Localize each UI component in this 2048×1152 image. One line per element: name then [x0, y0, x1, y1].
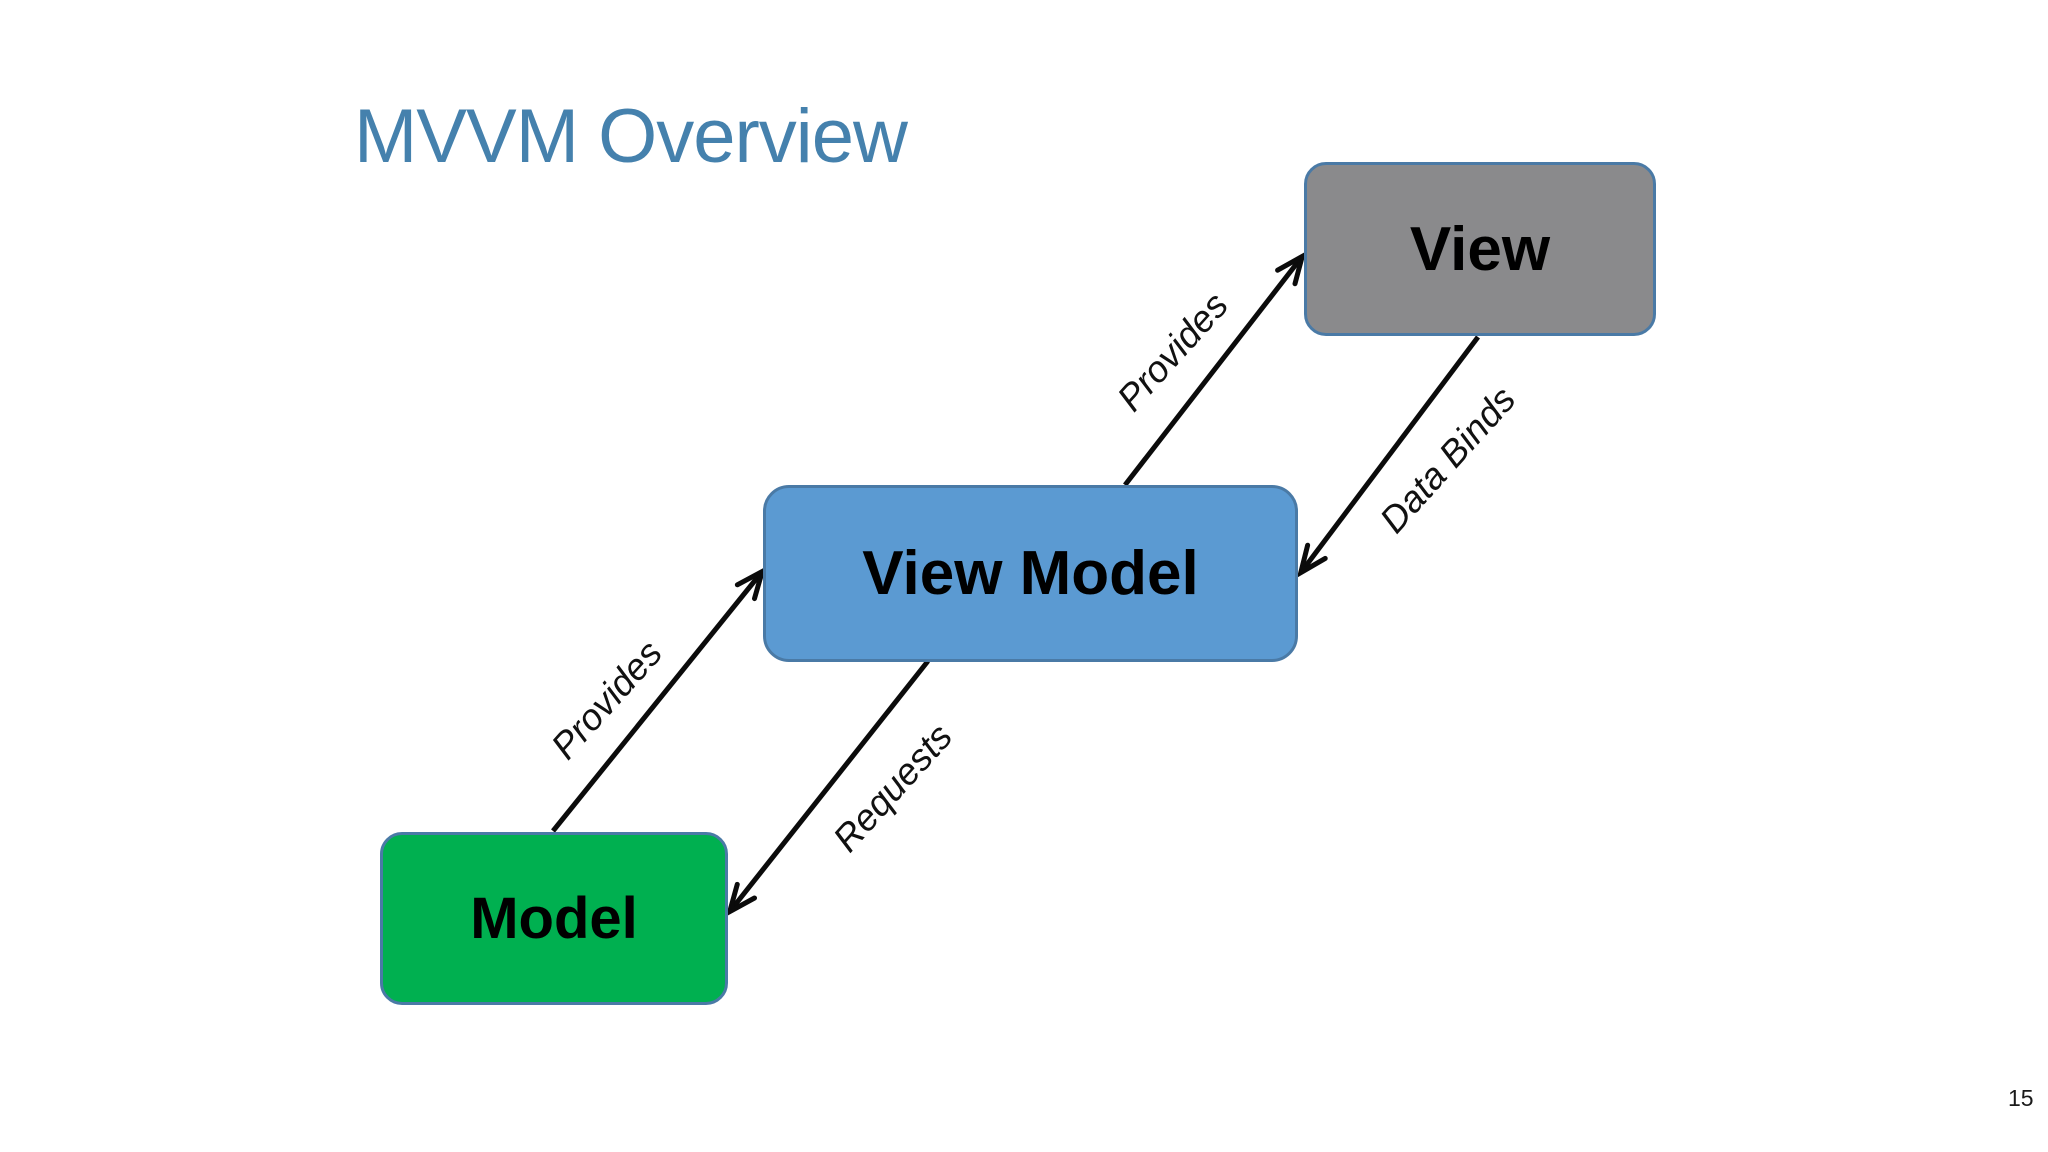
- page-number: 15: [2008, 1085, 2034, 1111]
- edge-viewmodel-to-model-requests: [731, 659, 930, 910]
- node-view-model-label: View Model: [862, 539, 1199, 608]
- node-view-model: View Model: [763, 485, 1298, 662]
- node-model: Model: [380, 832, 728, 1005]
- slide-title: MVVM Overview: [354, 94, 908, 179]
- node-model-label: Model: [470, 886, 638, 951]
- node-view: View: [1304, 162, 1656, 336]
- node-view-label: View: [1409, 214, 1551, 284]
- edge-model-to-viewmodel-provides: [551, 573, 761, 833]
- edge-view-to-viewmodel-databinds: [1302, 335, 1480, 571]
- edge-viewmodel-to-view-provides: [1123, 258, 1301, 487]
